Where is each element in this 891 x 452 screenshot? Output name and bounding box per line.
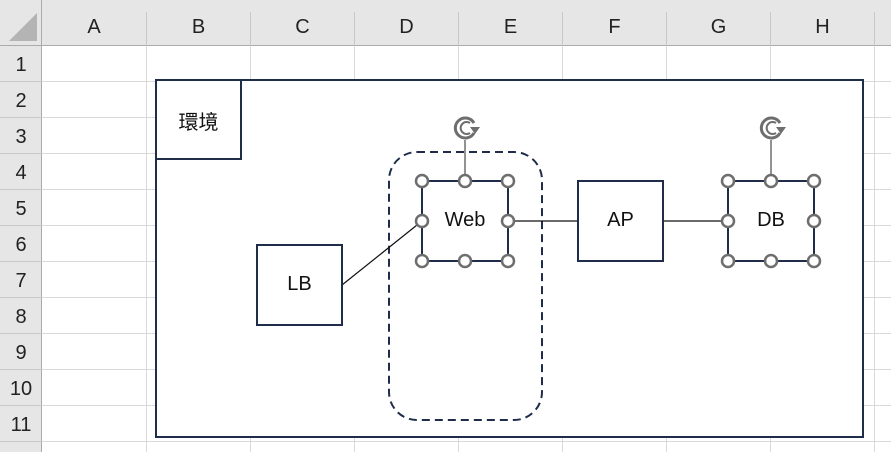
resize-handle[interactable] bbox=[500, 253, 516, 269]
resize-handle[interactable] bbox=[414, 213, 430, 229]
gridline bbox=[874, 46, 875, 452]
row-header-6[interactable]: 6 bbox=[0, 226, 42, 262]
resize-handle[interactable] bbox=[720, 253, 736, 269]
connector-lb-web[interactable] bbox=[341, 220, 423, 286]
column-header-d[interactable]: D bbox=[355, 12, 459, 46]
rotate-handle-icon[interactable] bbox=[453, 116, 480, 140]
lb-label: LB bbox=[287, 273, 312, 295]
row-header-7[interactable]: 7 bbox=[0, 262, 42, 298]
row-header-4[interactable]: 4 bbox=[0, 154, 42, 190]
environment-label-box[interactable] bbox=[155, 79, 242, 160]
ap-node[interactable] bbox=[577, 180, 664, 262]
select-all-triangle-icon bbox=[9, 13, 37, 41]
select-all-button[interactable] bbox=[0, 0, 42, 46]
resize-handle[interactable] bbox=[457, 253, 473, 269]
gridline bbox=[146, 46, 147, 452]
resize-handle[interactable] bbox=[414, 253, 430, 269]
row-header-8[interactable]: 8 bbox=[0, 298, 42, 334]
web-group-boundary[interactable] bbox=[388, 151, 543, 421]
web-label: Web bbox=[444, 209, 486, 231]
resize-handle[interactable] bbox=[806, 173, 822, 189]
resize-handle[interactable] bbox=[763, 253, 779, 269]
row-header-11[interactable]: 11 bbox=[0, 406, 42, 442]
column-header-e[interactable]: E bbox=[459, 12, 563, 46]
resize-handle[interactable] bbox=[720, 173, 736, 189]
column-header-g[interactable]: G bbox=[667, 12, 771, 46]
row-header-bar bbox=[0, 46, 42, 452]
column-header-a[interactable]: A bbox=[42, 12, 147, 46]
column-header-c[interactable]: C bbox=[251, 12, 355, 46]
resize-handle[interactable] bbox=[500, 173, 516, 189]
db-selection-handles bbox=[720, 116, 822, 269]
db-label: DB bbox=[757, 209, 785, 231]
row-header-10[interactable]: 10 bbox=[0, 370, 42, 406]
resize-handle[interactable] bbox=[806, 213, 822, 229]
column-header-bar bbox=[0, 0, 891, 46]
ap-label: AP bbox=[607, 209, 634, 231]
resize-handle[interactable] bbox=[500, 213, 516, 229]
column-header-b[interactable]: B bbox=[147, 12, 251, 46]
web-node[interactable] bbox=[421, 180, 509, 262]
web-selection-handles bbox=[414, 116, 516, 269]
resize-handle[interactable] bbox=[720, 213, 736, 229]
environment-label: 環境 bbox=[178, 112, 219, 134]
resize-handle[interactable] bbox=[806, 253, 822, 269]
column-header-f[interactable]: F bbox=[563, 12, 667, 46]
row-header-1[interactable]: 1 bbox=[0, 46, 42, 82]
row-header-9[interactable]: 9 bbox=[0, 334, 42, 370]
resize-handle[interactable] bbox=[457, 173, 473, 189]
rotate-handle-icon[interactable] bbox=[759, 116, 786, 140]
resize-handle[interactable] bbox=[414, 173, 430, 189]
row-header-2[interactable]: 2 bbox=[0, 82, 42, 118]
resize-handle[interactable] bbox=[763, 173, 779, 189]
row-header-3[interactable]: 3 bbox=[0, 118, 42, 154]
lb-node[interactable] bbox=[256, 244, 343, 326]
row-header-5[interactable]: 5 bbox=[0, 190, 42, 226]
gridline bbox=[42, 441, 891, 442]
column-header-h[interactable]: H bbox=[771, 12, 875, 46]
